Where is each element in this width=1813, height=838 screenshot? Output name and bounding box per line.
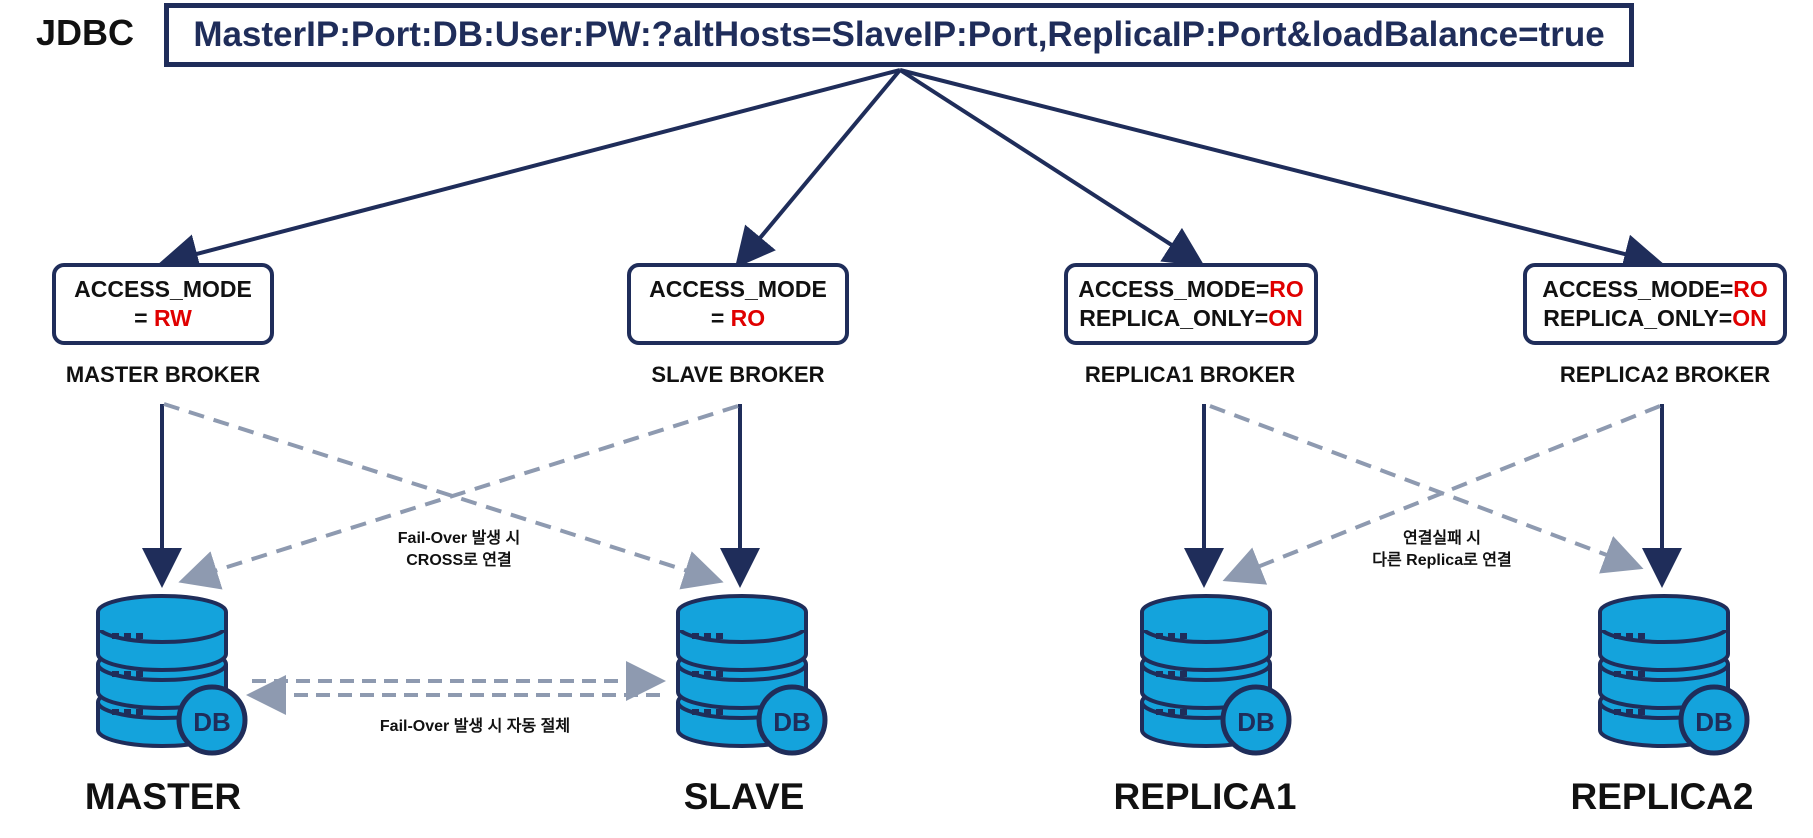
master-broker-mode-box: ACCESS_MODE = RW — [52, 263, 274, 345]
mode-line1: ACCESS_MODE=RO — [1542, 276, 1768, 302]
arrow-to-replica2-broker — [899, 68, 1664, 274]
replica-fail-note: 연결실패 시 다른 Replica로 연결 — [1372, 530, 1512, 569]
auto-switch-arrows — [246, 661, 666, 715]
replica2-broker-mode-box: ACCESS_MODE=RO REPLICA_ONLY=ON — [1523, 263, 1787, 345]
failover-cross-arrows — [163, 402, 1661, 590]
replica1-broker-label: REPLICA1 BROKER — [1084, 362, 1296, 387]
replica2-broker-label: REPLICA2 BROKER — [1559, 362, 1771, 387]
dashed-arrow-master-broker-to-slave-db — [163, 402, 724, 590]
db-icon-text: DB — [193, 707, 231, 737]
db-icon-replica1: DB — [1142, 596, 1289, 753]
master-broker-label: MASTER BROKER — [65, 362, 261, 387]
failover-cross-note: Fail-Over 발생 시 CROSS로 연결 — [397, 530, 521, 569]
mode-line1: ACCESS_MODE — [74, 276, 252, 302]
jdbc-url: MasterIP:Port:DB:User:PW:?altHosts=Slave… — [193, 15, 1605, 54]
jdbc-url-box: MasterIP:Port:DB:User:PW:?altHosts=Slave… — [164, 3, 1634, 67]
mode-line2: REPLICA_ONLY=ON — [1079, 305, 1303, 331]
arrow-to-replica1-broker — [898, 68, 1205, 267]
replica2-db-label: REPLICA2 — [1570, 776, 1754, 817]
slave-broker-label: SLAVE BROKER — [651, 362, 825, 387]
auto-switch-note: Fail-Over 발생 시 자동 절체 — [379, 718, 571, 735]
db-icon-text: DB — [1237, 707, 1275, 737]
mode-value: ON — [1732, 305, 1767, 331]
slave-db-label: SLAVE — [683, 776, 805, 817]
mode-value: RW — [153, 305, 192, 331]
db-icon-text: DB — [1695, 707, 1733, 737]
mode-value: RO — [1733, 276, 1768, 302]
replica1-broker-mode-box: ACCESS_MODE=RO REPLICA_ONLY=ON — [1064, 263, 1318, 345]
db-icon-slave: DB — [678, 596, 825, 753]
mode-line1: ACCESS_MODE — [649, 276, 827, 302]
dashed-arrow-replica1-broker-to-replica2-db — [1209, 404, 1644, 574]
mode-value: RO — [1269, 276, 1304, 302]
dashed-arrow-slave-broker-to-master-db — [178, 404, 739, 590]
arrow-to-master-broker — [158, 68, 901, 274]
mode-value: RO — [730, 305, 766, 331]
jdbc-label: JDBC — [36, 12, 135, 53]
broker-db-arrows — [142, 404, 1682, 588]
db-icon-master: DB — [98, 596, 245, 753]
db-icon-replica2: DB — [1600, 596, 1747, 753]
mode-line2: = RO — [710, 305, 766, 331]
replica1-db-label: REPLICA1 — [1113, 776, 1297, 817]
mode-value: ON — [1268, 305, 1303, 331]
mode-line1: ACCESS_MODE=RO — [1078, 276, 1304, 302]
mode-line2: = RW — [134, 305, 192, 331]
jdbc-connection-arrows — [158, 68, 1664, 274]
mode-line2: REPLICA_ONLY=ON — [1543, 305, 1767, 331]
arrow-to-slave-broker — [734, 68, 902, 269]
master-db-label: MASTER — [84, 776, 242, 817]
db-icon-text: DB — [773, 707, 811, 737]
slave-broker-mode-box: ACCESS_MODE = RO — [627, 263, 849, 345]
